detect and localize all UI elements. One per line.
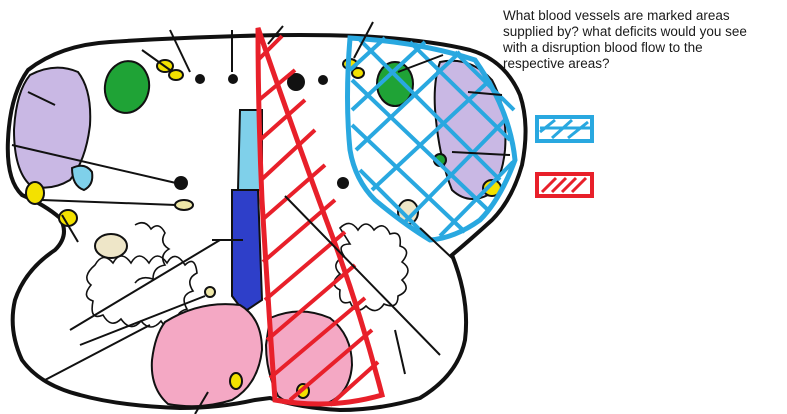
black-dot-6 [337,177,349,189]
question-line-3: with a disruption blood flow to the [503,40,783,56]
dark-blue-medial-lemniscus [232,190,262,312]
question-text: What blood vessels are marked areas supp… [503,8,783,72]
black-dot-4 [318,75,328,85]
question-line-1: What blood vessels are marked areas [503,8,783,24]
left-yellow-small-2 [169,70,183,80]
tan-oval [95,234,127,258]
question-line-4: respective areas? [503,56,783,72]
black-dot-1 [195,74,205,84]
yellow-arcuate-left [230,373,242,389]
question-line-2: supplied by? what deficits would you see [503,24,783,40]
small-dot-olive-left [205,287,215,297]
left-yellow-spot-a [26,182,44,204]
yellow-oval-mid [175,200,193,210]
black-dot-5 [174,176,188,190]
right-yellow-small-2 [352,68,364,78]
black-dot-2 [228,74,238,84]
